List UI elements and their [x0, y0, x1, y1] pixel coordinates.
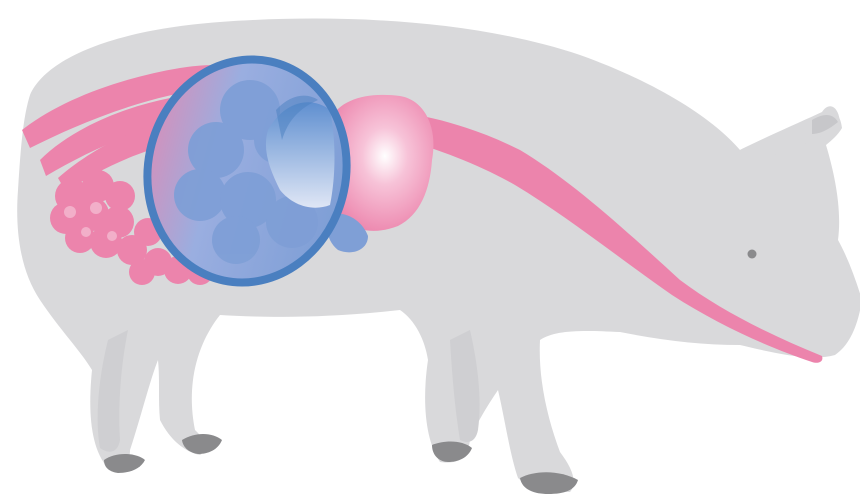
hoof-rear-left: [182, 434, 222, 454]
hoof-front-left: [432, 442, 472, 462]
hoof-rear-right: [104, 454, 145, 473]
hooves: [104, 434, 578, 494]
eye: [748, 250, 757, 259]
